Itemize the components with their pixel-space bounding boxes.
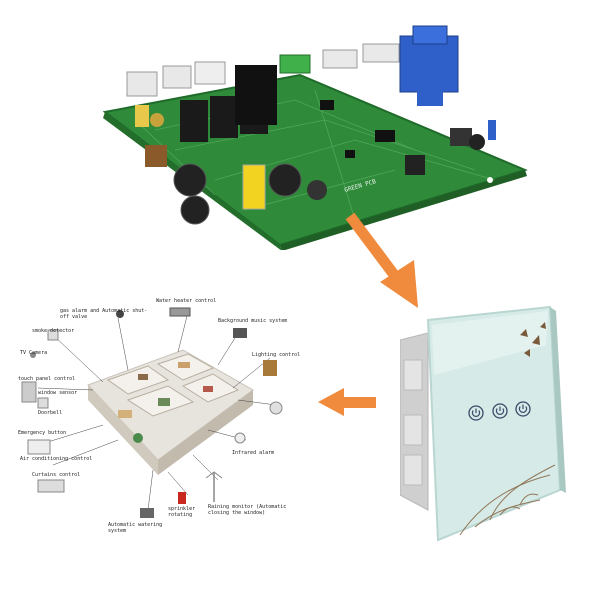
touch-switch-panel-icon	[400, 305, 566, 542]
switch-button-2[interactable]	[492, 403, 508, 419]
arrow-down-icon	[340, 208, 430, 313]
switch-button-3[interactable]	[515, 401, 531, 417]
label-water-heater: Water heater control	[156, 298, 217, 304]
power-icon	[492, 403, 508, 419]
label-automatic-watering: Automatic watering system	[108, 522, 163, 534]
power-icon	[515, 401, 531, 417]
label-gas-alarm: gas alarm and Automatic shut-off valve	[60, 308, 148, 320]
circuit-board-image: GREEN PCB	[95, 20, 530, 250]
label-lighting-control: Lighting control	[252, 352, 301, 358]
label-emergency-button: Emergency button	[18, 430, 67, 436]
label-infrared-alarm: Infrared alarm	[232, 450, 275, 456]
label-touch-panel: touch panel control	[18, 376, 76, 382]
circuit-board-icon: GREEN PCB	[102, 25, 528, 250]
label-background-music: Background music system	[218, 318, 288, 324]
smart-home-diagram: Water heater control gas alarm and Autom…	[8, 290, 313, 550]
label-doorbell: Doorbell	[38, 410, 63, 416]
smart-home-diagram-icon	[21, 307, 283, 518]
label-raining-monitor: Raining monitor (Automatic closing the w…	[208, 504, 287, 516]
label-air-conditioning: Air conditioning control	[20, 456, 93, 462]
label-tv-camera: TV Camera	[20, 350, 48, 356]
label-smoke-detector: smoke detector	[32, 328, 75, 334]
label-window-sensor: window sensor	[38, 390, 78, 396]
touch-switch-panel	[400, 305, 570, 545]
switch-button-1[interactable]	[468, 405, 484, 421]
arrow-left-icon	[318, 386, 378, 420]
label-sprinkler: sprinkler rotating	[168, 506, 196, 518]
butterfly-icon	[520, 322, 546, 357]
label-curtains-control: Curtains control	[32, 472, 81, 478]
power-icon	[468, 405, 484, 421]
